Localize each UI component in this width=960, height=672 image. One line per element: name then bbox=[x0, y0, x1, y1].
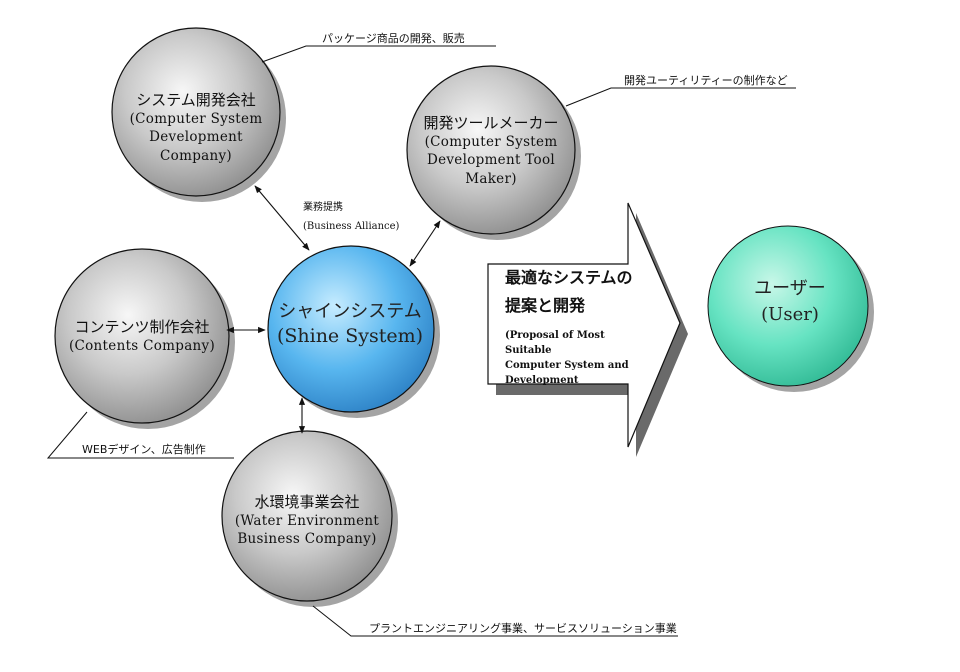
tool-maker-jp: 開発ツールメーカー bbox=[423, 114, 559, 132]
big-arrow-en-1: (Proposal of Most Suitable bbox=[505, 330, 605, 356]
tool-maker-note: 開発ユーティリティーの制作など bbox=[624, 74, 788, 87]
shine-en: (Shine System) bbox=[276, 325, 424, 348]
big-arrow-label: 最適なシステムの 提案と開発 (Proposal of Most Suitabl… bbox=[505, 264, 635, 388]
water-en-2: Business Company) bbox=[237, 531, 377, 548]
contents-circle bbox=[54, 248, 230, 424]
alliance-jp: 業務提携 bbox=[303, 202, 343, 213]
system-dev-jp: システム開発会社 bbox=[136, 91, 256, 109]
big-arrow-en: (Proposal of Most Suitable Computer Syst… bbox=[505, 328, 635, 388]
water-circle bbox=[221, 430, 393, 602]
big-arrow-en-2: Computer System and bbox=[505, 360, 629, 371]
water-note: プラントエンジニアリング事業、サービスソリューション事業 bbox=[369, 622, 677, 635]
shine-circle bbox=[267, 245, 435, 413]
system-dev-label: システム開発会社 (Computer System Development Co… bbox=[116, 90, 276, 165]
tool-maker-label: 開発ツールメーカー (Computer System Development T… bbox=[411, 113, 571, 188]
big-arrow-en-3: Development bbox=[505, 375, 579, 386]
user-circle bbox=[707, 225, 869, 387]
tool-maker-circle bbox=[406, 65, 576, 235]
tool-maker-en-1: (Computer System bbox=[424, 134, 558, 151]
contents-label: コンテンツ制作会社 (Contents Company) bbox=[60, 317, 224, 355]
system-dev-note: パッケージ商品の開発、販売 bbox=[322, 32, 465, 45]
contents-en: (Contents Company) bbox=[68, 338, 216, 355]
water-jp: 水環境事業会社 bbox=[254, 493, 360, 511]
user-label: ユーザー (User) bbox=[705, 275, 875, 327]
system-dev-en-2: Development Company) bbox=[149, 129, 243, 164]
shine-label: シャインシステム (Shine System) bbox=[262, 299, 438, 350]
big-arrow-jp-1: 最適なシステムの bbox=[505, 268, 633, 287]
system-dev-circle bbox=[111, 27, 281, 197]
tool-maker-en-2: Development Tool bbox=[426, 152, 556, 169]
tool-maker-en-3: Maker) bbox=[465, 170, 517, 187]
big-arrow-jp-2: 提案と開発 bbox=[505, 296, 586, 315]
system-dev-en-1: (Computer System bbox=[129, 111, 263, 128]
big-arrow bbox=[487, 202, 681, 448]
alliance-connectors bbox=[226, 185, 441, 434]
shine-jp: シャインシステム bbox=[278, 301, 422, 322]
contents-jp: コンテンツ制作会社 bbox=[74, 318, 210, 336]
callout-lines bbox=[46, 45, 796, 637]
water-en-1: (Water Environment bbox=[234, 513, 380, 530]
alliance-en: (Business Alliance) bbox=[303, 221, 400, 232]
contents-note: WEBデザイン、広告制作 bbox=[82, 443, 206, 456]
water-label: 水環境事業会社 (Water Environment Business Comp… bbox=[226, 492, 388, 549]
alliance-label: 業務提携 (Business Alliance) bbox=[303, 198, 413, 236]
user-jp: ユーザー bbox=[754, 278, 826, 299]
user-en: (User) bbox=[761, 304, 819, 325]
